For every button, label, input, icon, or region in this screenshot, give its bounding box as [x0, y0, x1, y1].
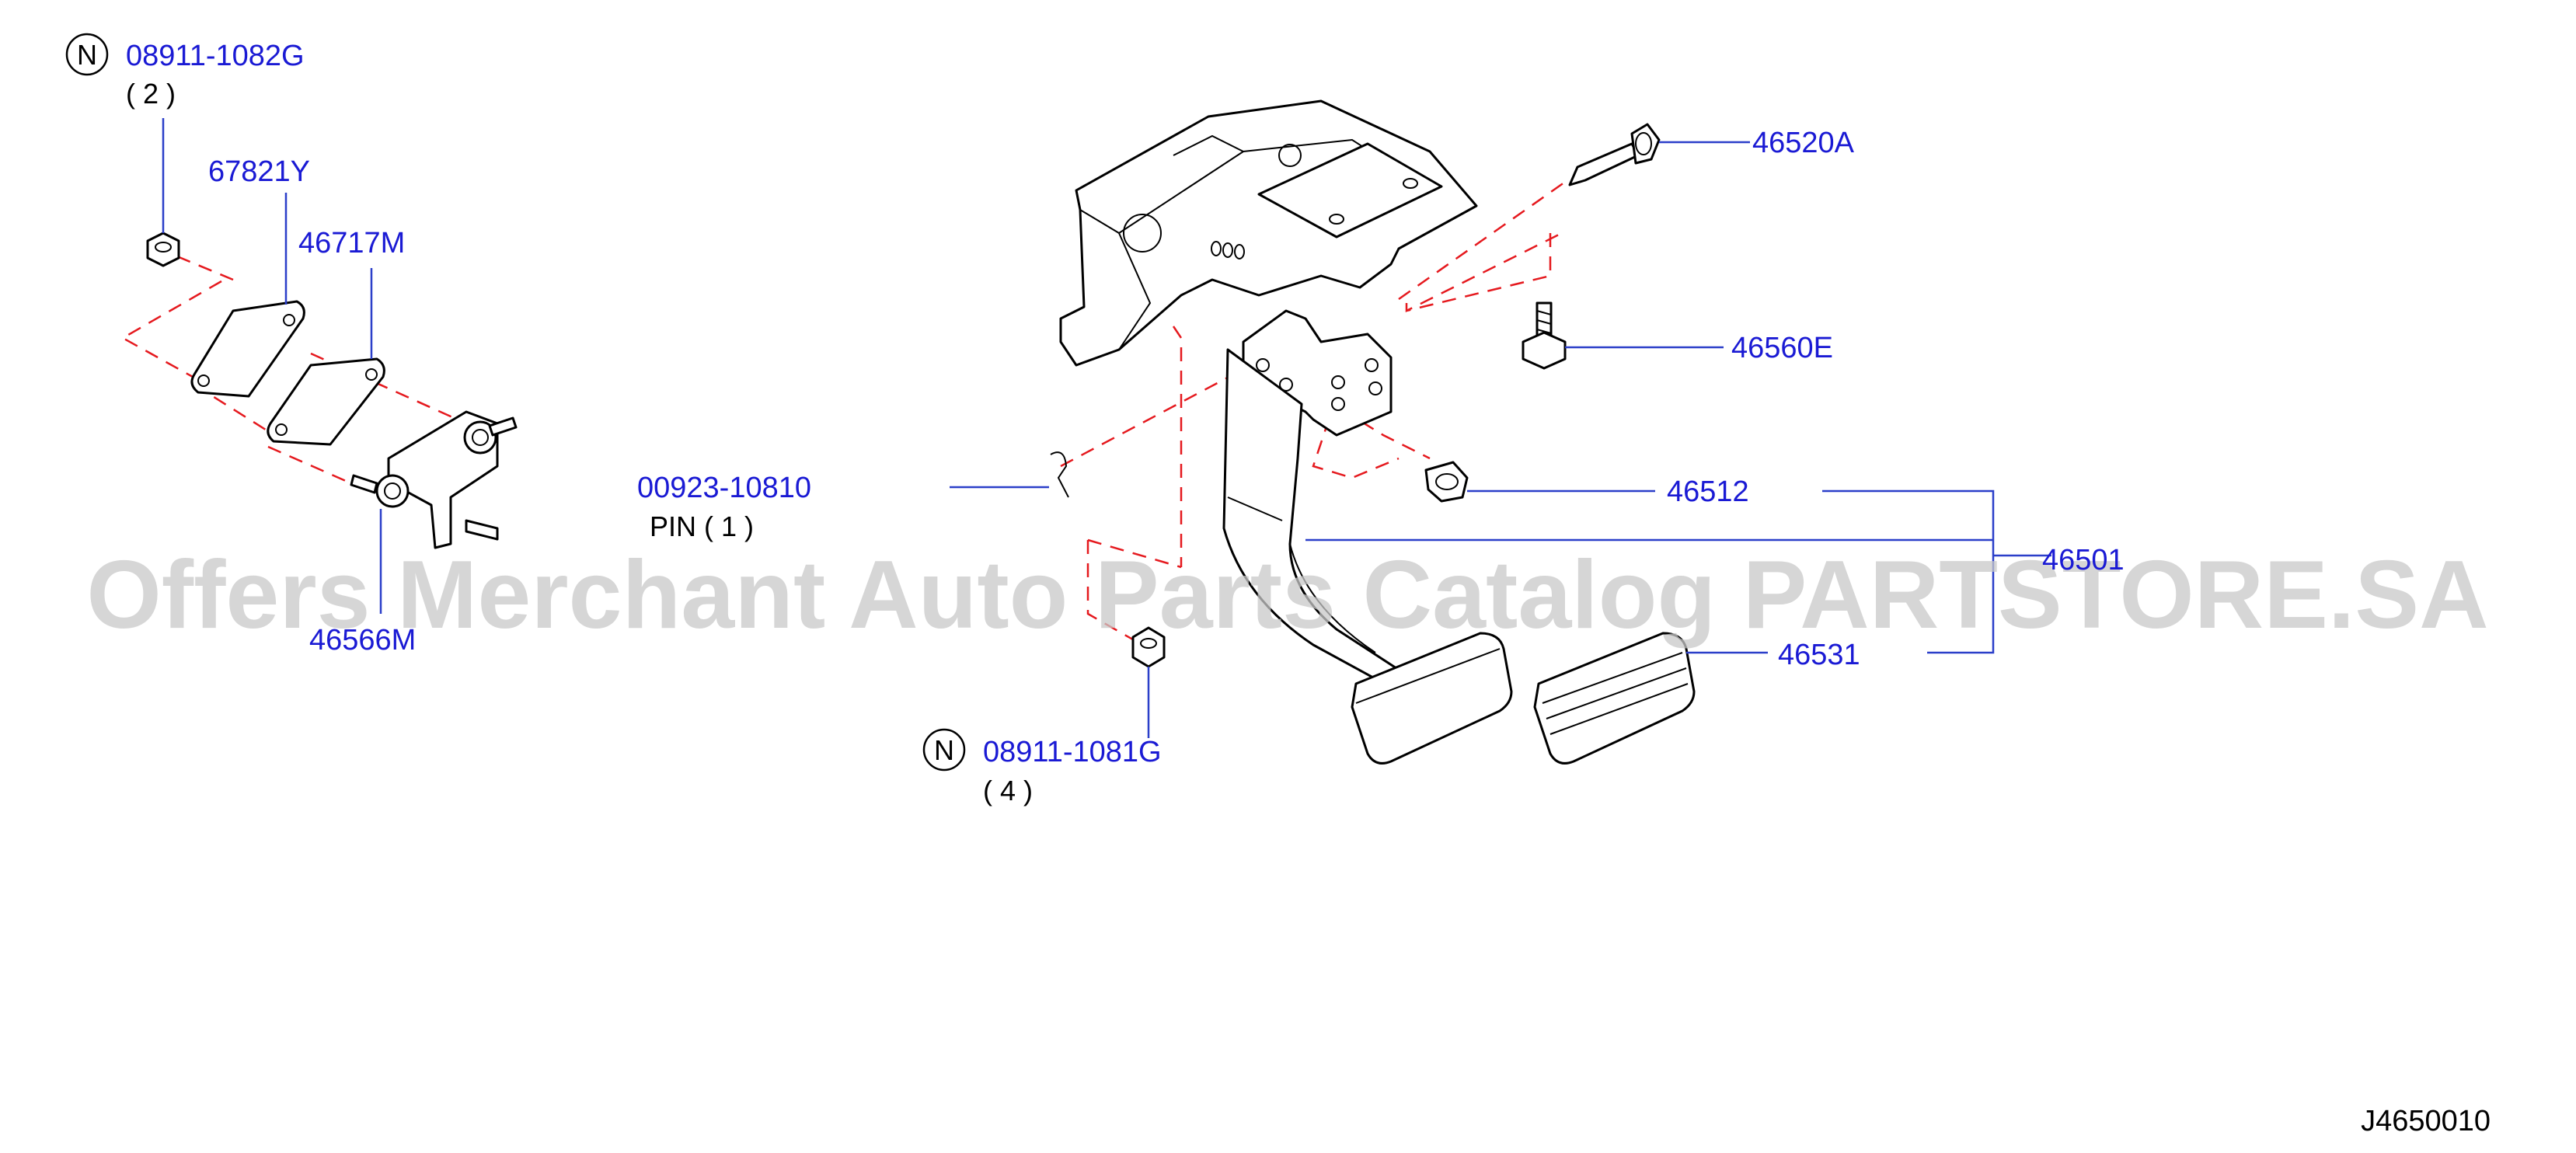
- part-label-46520A[interactable]: 46520A: [1752, 127, 1855, 159]
- callout-08911-1082G[interactable]: N 08911-1082G ( 2 ): [65, 33, 305, 110]
- watermark-text: Offers Merchant Auto Parts Catalog PARTS…: [86, 542, 2488, 649]
- part-label-46501[interactable]: 46501: [2042, 544, 2125, 576]
- n-marker-icon: [922, 728, 966, 772]
- pin-00923-10810-part: [1050, 451, 1069, 498]
- n-marker-icon: [65, 33, 109, 76]
- left-bracket-group: [120, 118, 518, 614]
- part-label-46512[interactable]: 46512: [1667, 475, 1749, 508]
- nut-08911-1082G-part: [146, 232, 180, 267]
- n-marker-text: N: [934, 734, 954, 766]
- pedal-pad-brake-part: [1351, 632, 1513, 765]
- part-label-00923-10810[interactable]: 00923-10810: [637, 472, 811, 504]
- pedal-pad-46531-part: [1533, 632, 1696, 765]
- bolt-46520A-part: [1568, 123, 1661, 186]
- part-label-08911-1081G[interactable]: 08911-1081G: [983, 736, 1162, 768]
- callout-00923-10810[interactable]: 00923-10810 PIN ( 1 ): [637, 472, 811, 542]
- part-label-46531[interactable]: 46531: [1778, 639, 1860, 671]
- clip-46512-part: [1424, 461, 1469, 503]
- part-label-46560E[interactable]: 46560E: [1731, 332, 1833, 364]
- bolt-46560E-part: [1522, 301, 1567, 370]
- callout-08911-1081G[interactable]: N 08911-1081G ( 4 ): [922, 728, 1162, 806]
- plate-67821Y-part: [190, 300, 305, 398]
- part-qty-08911-1082G: ( 2 ): [126, 78, 176, 110]
- part-qty-00923-10810: PIN ( 1 ): [650, 510, 754, 542]
- part-qty-08911-1081G: ( 4 ): [983, 775, 1033, 806]
- stud-bracket-46566M-part: [350, 410, 518, 549]
- part-label-08911-1082G[interactable]: 08911-1082G: [126, 40, 305, 72]
- diagram-ref-code: J4650010: [2361, 1105, 2491, 1137]
- plate-46717M-part: [267, 357, 385, 446]
- n-marker-text: N: [77, 39, 97, 71]
- pedal-bracket-group: [950, 99, 2051, 765]
- part-label-46566M[interactable]: 46566M: [309, 624, 416, 657]
- nut-08911-1081G-part: [1131, 626, 1166, 668]
- part-label-46717M[interactable]: 46717M: [298, 227, 405, 260]
- part-label-67821Y[interactable]: 67821Y: [208, 155, 310, 188]
